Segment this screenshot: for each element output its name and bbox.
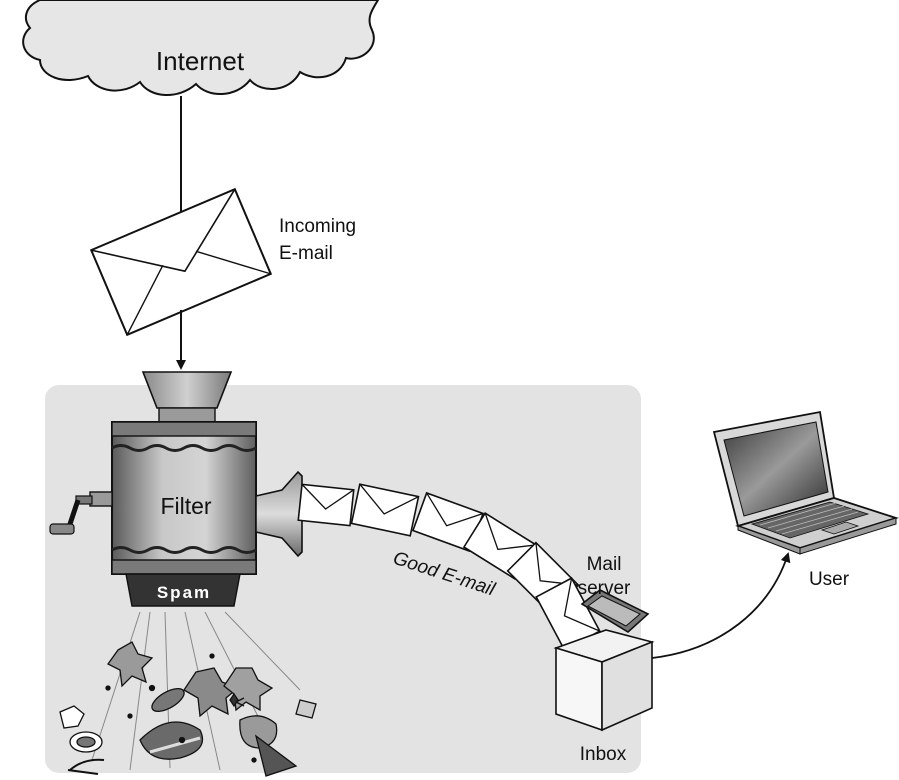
inbox-label: Inbox: [580, 744, 627, 765]
user-label: User: [809, 569, 850, 590]
spam-debris-icon: [59, 611, 317, 777]
internet-label: Internet: [156, 46, 245, 76]
filter-machine-icon: [49, 371, 303, 607]
inbox-to-user-arrow: [651, 552, 791, 659]
incoming-email-label-line2: E-mail: [279, 243, 333, 264]
inbox-box-icon: [553, 589, 655, 732]
incoming-email-label-line1: Incoming: [279, 216, 356, 237]
filter-label: Filter: [160, 493, 211, 519]
laptop-icon: [712, 410, 899, 555]
cloud-icon: [22, 0, 380, 97]
mail-server-label-line2: server: [578, 578, 631, 599]
envelope-chain-icon: [297, 483, 601, 651]
mail-server-label-line1: Mail: [587, 554, 622, 575]
spam-label: Spam: [157, 583, 211, 602]
envelope-icon: [89, 187, 273, 337]
